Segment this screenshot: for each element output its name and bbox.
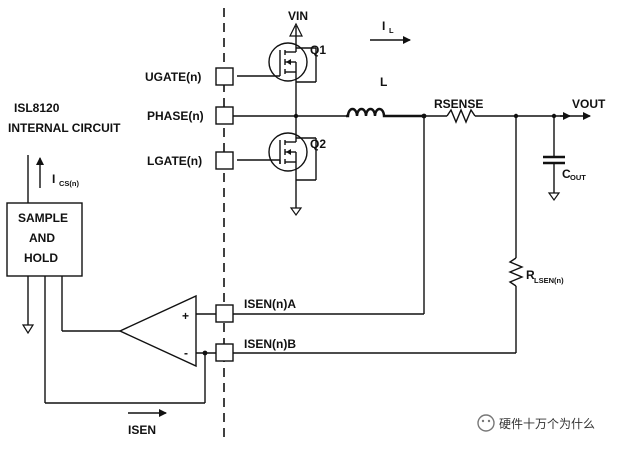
- phase-label: PHASE(n): [147, 109, 204, 123]
- inductor: [346, 107, 388, 118]
- vin-label: VIN: [288, 9, 308, 23]
- vout-label: VOUT: [572, 97, 606, 111]
- lgate-label: LGATE(n): [147, 154, 202, 168]
- isena-label: ISEN(n)A: [244, 297, 296, 311]
- sh-line2: AND: [29, 231, 55, 245]
- phase-pin: [215, 106, 234, 125]
- ugate-label: UGATE(n): [145, 70, 201, 84]
- chip-name: ISL8120: [14, 101, 60, 115]
- amp-plus: +: [182, 309, 189, 323]
- ics-label: I: [52, 172, 55, 186]
- isena-pin: [215, 304, 234, 323]
- rsense-label: RSENSE: [434, 97, 483, 111]
- ics-subscript: CS(n): [59, 179, 79, 188]
- rlsen-subscript: LSEN(n): [534, 276, 564, 285]
- isenb-label: ISEN(n)B: [244, 337, 296, 351]
- sh-line1: SAMPLE: [18, 211, 68, 225]
- inductor-label: L: [380, 75, 387, 89]
- il-label: I: [382, 19, 385, 33]
- q2-label: Q2: [310, 137, 326, 151]
- q1-label: Q1: [310, 43, 326, 57]
- rlsen-resistor: [508, 257, 524, 287]
- sh-line3: HOLD: [24, 251, 58, 265]
- watermark-text: 硬件十万个为什么: [499, 417, 595, 431]
- rsense-resistor: [446, 108, 476, 124]
- il-subscript: L: [389, 26, 394, 35]
- sh-down-arrow: [21, 324, 35, 335]
- cout-subscript: OUT: [570, 173, 586, 182]
- isenb-pin: [215, 343, 234, 362]
- ugate-pin: [215, 67, 234, 86]
- wechat-icon: [477, 414, 495, 432]
- rlsen-label: R: [526, 268, 535, 282]
- chip-subtitle: INTERNAL CIRCUIT: [8, 121, 121, 135]
- q2-mosfet: [237, 116, 317, 217]
- current-sense-amplifier: [118, 294, 197, 368]
- isen-label: ISEN: [128, 423, 156, 437]
- amp-minus: -: [184, 346, 188, 360]
- q1-mosfet: [237, 38, 317, 116]
- cout-capacitor: [543, 116, 565, 202]
- lgate-pin: [215, 151, 234, 170]
- vin-arrow: [289, 22, 303, 37]
- cout-label: C: [562, 167, 571, 181]
- sample-and-hold-block: [6, 202, 83, 277]
